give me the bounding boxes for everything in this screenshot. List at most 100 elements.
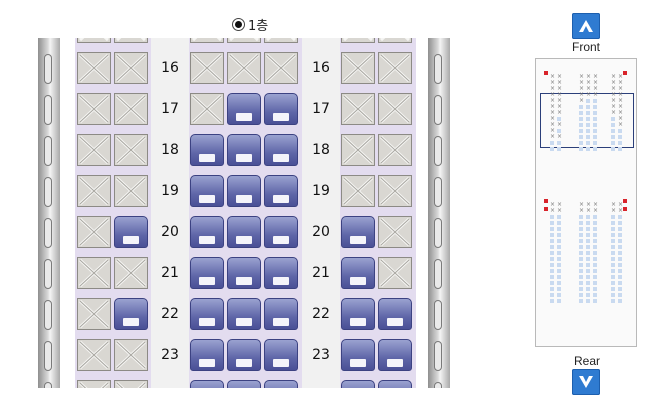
row-number-label: 16 (312, 60, 330, 76)
window-left (44, 218, 52, 248)
seat-occupied (341, 93, 375, 125)
minimap-seat-occupied: × (611, 109, 617, 116)
exit-door-icon (623, 71, 627, 75)
seat-occupied (378, 38, 412, 43)
minimap-seat-available (579, 275, 583, 279)
row-number-label: 17 (161, 101, 179, 117)
floor-selector[interactable]: 1층 (232, 15, 268, 34)
window-right (434, 177, 442, 207)
minimap-seat-available (557, 251, 561, 255)
minimap-seat-available (586, 227, 590, 231)
seat-occupied (341, 175, 375, 207)
seat-available[interactable] (114, 216, 148, 248)
minimap-seat-occupied: × (579, 207, 585, 214)
seat-available[interactable] (227, 339, 261, 371)
seat-occupied (77, 380, 111, 388)
row-number-label: 20 (161, 224, 179, 240)
seat-occupied (77, 339, 111, 371)
seat-available[interactable] (227, 380, 261, 388)
minimap-seat-available (579, 251, 583, 255)
minimap-seat-occupied: × (579, 79, 585, 86)
seat-available[interactable] (114, 298, 148, 330)
minimap-seat-available (586, 215, 590, 219)
minimap-seat-available (586, 135, 590, 139)
seat-available[interactable] (227, 134, 261, 166)
minimap-seat-available (557, 299, 561, 303)
minimap-seat-available (586, 147, 590, 151)
scroll-rear-button[interactable] (572, 369, 600, 395)
minimap-seat-available (611, 215, 615, 219)
minimap-seat-available (586, 141, 590, 145)
seat-available[interactable] (227, 257, 261, 289)
seat-occupied (114, 52, 148, 84)
seat-available[interactable] (190, 339, 224, 371)
floor-radio-button[interactable] (232, 17, 245, 31)
seat-minimap[interactable]: ××××××××××××××××××××××××××××××××××××××××… (535, 58, 637, 347)
seat-available[interactable] (227, 93, 261, 125)
seat-available[interactable] (264, 298, 298, 330)
minimap-seat-occupied: × (611, 103, 617, 110)
seat-available[interactable] (190, 380, 224, 388)
minimap-seat-available (557, 287, 561, 291)
minimap-seat-available (618, 263, 622, 267)
minimap-seat-occupied: × (611, 201, 617, 208)
seat-occupied (378, 257, 412, 289)
seat-available[interactable] (341, 380, 375, 388)
minimap-seat-occupied: × (550, 201, 556, 208)
minimap-seat-available (618, 147, 622, 151)
scroll-front-button[interactable] (572, 13, 600, 39)
window-left (44, 382, 52, 388)
fuselage-wall-left (38, 38, 60, 388)
seat-available[interactable] (264, 93, 298, 125)
seat-available[interactable] (264, 380, 298, 388)
minimap-seat-occupied: × (579, 85, 585, 92)
row-number-label: 18 (161, 142, 179, 158)
minimap-seat-occupied: × (618, 79, 624, 86)
exit-door-icon (623, 207, 627, 211)
minimap-seat-available (579, 269, 583, 273)
seat-available[interactable] (341, 257, 375, 289)
seat-available[interactable] (341, 216, 375, 248)
seat-occupied (190, 93, 224, 125)
minimap-seat-available (579, 111, 583, 115)
minimap-seat-available (593, 105, 597, 109)
minimap-seat-available (579, 233, 583, 237)
seat-available[interactable] (264, 216, 298, 248)
rear-label: Rear (574, 354, 601, 368)
seat-available[interactable] (227, 298, 261, 330)
minimap-seat-occupied: × (550, 103, 556, 110)
minimap-seat-available (579, 263, 583, 267)
seat-available[interactable] (190, 175, 224, 207)
seat-available[interactable] (264, 175, 298, 207)
seat-available[interactable] (227, 216, 261, 248)
seat-available[interactable] (341, 339, 375, 371)
minimap-seat-available (611, 117, 615, 121)
seat-available[interactable] (341, 298, 375, 330)
seat-available[interactable] (190, 134, 224, 166)
seat-available[interactable] (378, 298, 412, 330)
seat-available[interactable] (378, 339, 412, 371)
seat-available[interactable] (264, 339, 298, 371)
seat-available[interactable] (190, 257, 224, 289)
seat-available[interactable] (227, 175, 261, 207)
row-number-label: 22 (312, 306, 330, 322)
seat-available[interactable] (190, 298, 224, 330)
seat-available[interactable] (264, 134, 298, 166)
radio-dot-icon (235, 20, 242, 28)
seat-available[interactable] (190, 216, 224, 248)
minimap-seat-available (618, 129, 622, 133)
arrow-down-icon (579, 376, 593, 388)
minimap-seat-occupied: × (557, 121, 563, 128)
minimap-seat-available (579, 215, 583, 219)
minimap-seat-available (618, 275, 622, 279)
minimap-seat-available (557, 281, 561, 285)
minimap-seat-available (579, 147, 583, 151)
minimap-seat-available (579, 227, 583, 231)
seat-available[interactable] (378, 380, 412, 388)
minimap-seat-available (586, 257, 590, 261)
seat-available[interactable] (264, 257, 298, 289)
minimap-seat-available (593, 221, 597, 225)
minimap-seat-available (618, 135, 622, 139)
seat-occupied (378, 175, 412, 207)
